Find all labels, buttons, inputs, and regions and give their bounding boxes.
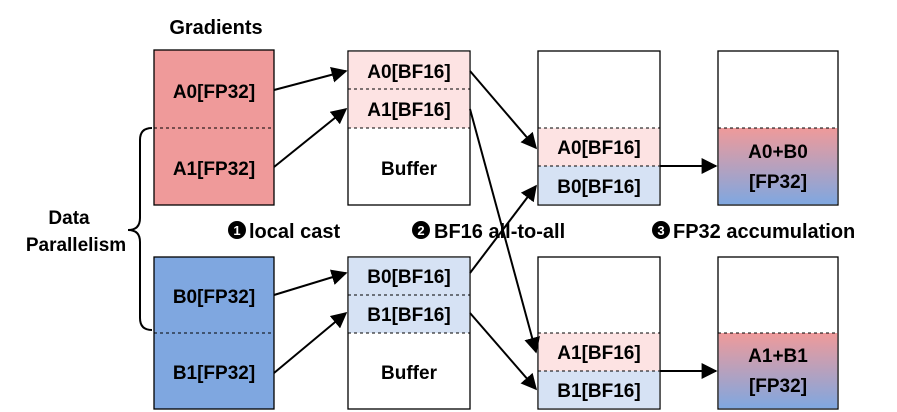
grad-b0-label: B0[FP32] [173,287,255,308]
data-parallelism-label-line2: Parallelism [26,235,126,256]
buffer-top-a1-label: A1[BF16] [367,100,450,121]
result-top-line2: [FP32] [749,172,807,193]
recv-top-a0-label: A0[BF16] [557,138,640,159]
arrow-a2a-a0 [469,70,538,150]
data-parallelism-brace [127,127,153,331]
result-top-line1: A0+B0 [748,142,808,163]
step2-number: 2 [417,223,424,238]
arrow-cast-b1 [273,311,348,374]
result-bottom-line2: [FP32] [749,376,807,397]
buffer-bottom-b1-cell [348,295,470,333]
buffer-top-a0-label: A0[BF16] [367,62,450,83]
gradients-title: Gradients [169,17,262,39]
recv-bottom-b1-label: B1[BF16] [557,381,640,402]
recv-bottom-b1-cell [538,371,660,409]
buffer-top-a1-cell [348,89,470,128]
arrow-cast-a0 [273,66,348,91]
step2-badge [412,221,430,239]
arrow-a2a-b0 [469,184,537,274]
recv-top-b0-cell [538,166,660,205]
step1-label: local cast [249,221,341,243]
data-parallelism-label-line1: Data [48,208,90,229]
buffer-bottom-b1-label: B1[BF16] [367,305,450,326]
buffer-bottom-b0-cell [348,257,470,295]
step3-badge [652,221,670,239]
arrow-a2a-b1 [469,312,538,391]
grad-b1-label: B1[FP32] [173,363,255,384]
recv-top-a0-cell [538,128,660,166]
buffer-top-a0-cell [348,51,470,89]
result-top-sum-cell [718,128,838,205]
recv-top-b0-label: B0[BF16] [557,177,640,198]
step3-number: 3 [657,223,664,238]
step3-label: FP32 accumulation [673,221,855,243]
recv-bottom-a1-label: A1[BF16] [557,343,640,364]
result-bottom-sum-cell [718,333,838,409]
buffer-bottom-b0-label: B0[BF16] [367,267,450,288]
step1-badge [228,221,246,239]
arrow-cast-a1 [273,107,348,168]
step1-number: 1 [233,223,240,238]
arrow-cast-b0 [273,269,348,296]
grad-a1-label: A1[FP32] [173,159,255,180]
step2-label: BF16 all-to-all [434,221,565,243]
result-bottom-line1: A1+B1 [748,346,808,367]
recv-bottom-a1-cell [538,333,660,371]
buffer-top-label: Buffer [381,159,438,180]
buffer-bottom-label: Buffer [381,363,438,384]
grad-a0-label: A0[FP32] [173,82,255,103]
